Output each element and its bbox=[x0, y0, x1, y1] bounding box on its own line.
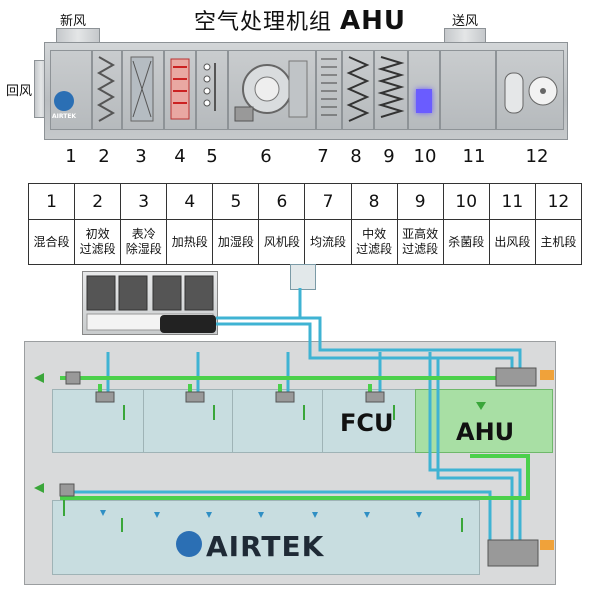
outlet-section bbox=[440, 50, 496, 130]
return-grilles bbox=[63, 405, 463, 532]
section-name-line: 中效 bbox=[362, 227, 387, 241]
air-ducts bbox=[60, 376, 530, 500]
table-cell-name: 初效过滤段 bbox=[74, 219, 122, 265]
table-cell-number: 12 bbox=[534, 183, 583, 220]
section-number: 10 bbox=[413, 146, 437, 167]
section-number: 7 bbox=[317, 146, 329, 167]
table-cell-name: 风机段 bbox=[258, 219, 306, 265]
fan-icon bbox=[234, 60, 308, 122]
table-cell-name: 出风段 bbox=[488, 219, 536, 265]
section-name-line: 除湿段 bbox=[125, 242, 162, 256]
uv-lamp-icon bbox=[416, 89, 432, 113]
airtek-logo-icon bbox=[54, 91, 74, 111]
table-cell-number: 7 bbox=[304, 183, 352, 220]
section-name-line: 混合段 bbox=[33, 234, 70, 249]
pump-icon bbox=[160, 315, 216, 333]
section-table: 1 2 3 4 5 6 7 8 9 10 11 12 混合段 初效过滤段 表冷除… bbox=[27, 183, 583, 265]
section-name-line: 加热段 bbox=[171, 234, 208, 249]
section-name-line: 初效 bbox=[85, 227, 110, 241]
section-number: 1 bbox=[65, 146, 77, 167]
table-cell-name: 表冷除湿段 bbox=[120, 219, 168, 265]
humidifier-section bbox=[196, 50, 228, 130]
sub-hepa-filter-section bbox=[374, 50, 408, 130]
table-cell-name: 亚高效过滤段 bbox=[396, 219, 444, 265]
cooling-coil-section bbox=[122, 50, 164, 130]
table-cell-name: 加湿段 bbox=[212, 219, 260, 265]
section-name-line: 过滤段 bbox=[79, 242, 116, 256]
section-number: 4 bbox=[174, 146, 186, 167]
section-name-line: 均流段 bbox=[310, 234, 347, 249]
section-name-line: 过滤段 bbox=[356, 242, 393, 256]
water-pipes bbox=[70, 288, 522, 545]
table-cell-number: 9 bbox=[396, 183, 444, 220]
equalizing-section bbox=[316, 50, 342, 130]
section-number: 11 bbox=[462, 146, 486, 167]
bottom-hall bbox=[52, 500, 480, 575]
compressor-icon bbox=[504, 72, 558, 114]
section-number: 2 bbox=[98, 146, 110, 167]
expansion-tank bbox=[290, 264, 316, 290]
supply-air-label: 送风 bbox=[452, 14, 479, 29]
airtek-logo-large-icon bbox=[176, 531, 202, 557]
pleated-filter-icon bbox=[96, 56, 116, 122]
table-cell-name: 加热段 bbox=[166, 219, 214, 265]
return-arrows bbox=[34, 373, 486, 493]
table-cell-number: 6 bbox=[258, 183, 306, 220]
section-name-line: 杀菌段 bbox=[448, 234, 485, 249]
title-en: AHU bbox=[340, 6, 406, 36]
table-row-names: 混合段 初效过滤段 表冷除湿段 加热段 加湿段 风机段 均流段 中效过滤段 亚高… bbox=[27, 219, 583, 265]
unit-brand: AIRTEK bbox=[52, 113, 77, 120]
fcu-label: FCU bbox=[340, 409, 394, 437]
outdoor-air-icons bbox=[540, 370, 554, 550]
table-cell-name: 中效过滤段 bbox=[350, 219, 398, 265]
humidifier-nozzles-icon bbox=[203, 63, 216, 111]
section-number: 6 bbox=[260, 146, 272, 167]
section-number: 5 bbox=[206, 146, 218, 167]
section-name-line: 主机段 bbox=[540, 234, 577, 249]
bag-filter-icon bbox=[346, 56, 370, 122]
table-cell-number: 1 bbox=[27, 183, 76, 220]
diffuser-plate-icon bbox=[321, 58, 337, 116]
section-name-line: 亚高效 bbox=[402, 227, 439, 241]
table-row-numbers: 1 2 3 4 5 6 7 8 9 10 11 12 bbox=[27, 183, 583, 220]
table-cell-name: 混合段 bbox=[27, 219, 76, 265]
section-name-line: 风机段 bbox=[263, 234, 300, 249]
table-cell-number: 8 bbox=[350, 183, 398, 220]
title-cn: 空气处理机组 bbox=[193, 10, 332, 35]
fan-section bbox=[228, 50, 316, 130]
section-name-line: 加湿段 bbox=[217, 234, 254, 249]
section-name-line: 出风段 bbox=[494, 234, 531, 249]
medium-filter-section bbox=[342, 50, 374, 130]
heater-coil-icon bbox=[170, 58, 190, 120]
section-name-line: 过滤段 bbox=[402, 242, 439, 256]
heating-section bbox=[164, 50, 196, 130]
sterilization-section bbox=[408, 50, 440, 130]
table-cell-name: 主机段 bbox=[534, 219, 583, 265]
cooling-coil-icon bbox=[130, 56, 154, 122]
table-cell-name: 杀菌段 bbox=[442, 219, 490, 265]
section-number: 3 bbox=[135, 146, 147, 167]
supply-arrows bbox=[100, 510, 422, 518]
return-air-label: 回风 bbox=[6, 84, 33, 99]
section-number: 9 bbox=[383, 146, 395, 167]
fresh-air-label: 新风 bbox=[60, 14, 87, 29]
terminal-units bbox=[59, 367, 539, 567]
primary-filter-section bbox=[92, 50, 122, 130]
sub-hepa-filter-icon bbox=[377, 56, 405, 118]
schematic-brand: AIRTEK bbox=[206, 530, 325, 563]
section-number: 8 bbox=[350, 146, 362, 167]
mixing-section: AIRTEK bbox=[50, 50, 92, 130]
compressor-section bbox=[496, 50, 564, 130]
section-name-line: 表冷 bbox=[131, 227, 156, 241]
page-title: 空气处理机组 AHU bbox=[0, 4, 600, 36]
section-number: 12 bbox=[525, 146, 549, 167]
table-cell-number: 2 bbox=[74, 183, 122, 220]
ahu-label: AHU bbox=[456, 418, 515, 446]
